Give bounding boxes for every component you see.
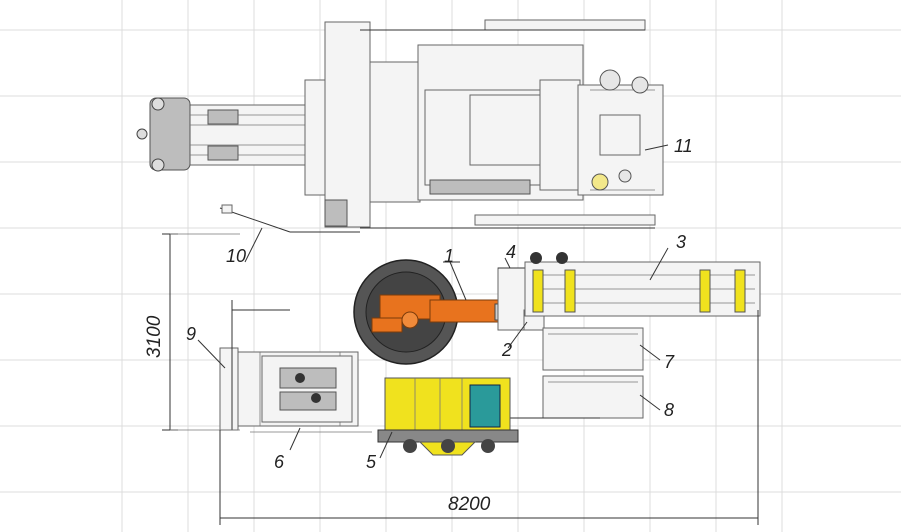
callout-3: 3 — [676, 232, 686, 252]
callout-10: 10 — [226, 246, 246, 266]
callout-9: 9 — [186, 324, 196, 344]
table-8 — [510, 375, 644, 419]
callout-leaders — [197, 144, 669, 459]
component-6 — [250, 355, 372, 433]
callout-7: 7 — [664, 352, 675, 372]
dimension-height-label: 3100 — [144, 315, 165, 358]
callout-1: 1 — [444, 246, 454, 266]
callout-6: 6 — [274, 452, 285, 472]
dimension-8200 — [219, 310, 759, 525]
fixture-5 — [377, 377, 519, 456]
dimension-3100 — [162, 233, 240, 431]
callout-2: 2 — [501, 340, 512, 360]
callout-11: 11 — [674, 136, 693, 156]
machine-11 — [136, 19, 664, 233]
callout-5: 5 — [366, 452, 377, 472]
dimension-width-label: 8200 — [448, 494, 491, 515]
table-7 — [542, 327, 644, 371]
robot-1 — [353, 259, 518, 365]
callout-4: 4 — [506, 242, 516, 262]
callout-8: 8 — [664, 400, 674, 420]
conveyor-3 — [524, 252, 761, 317]
